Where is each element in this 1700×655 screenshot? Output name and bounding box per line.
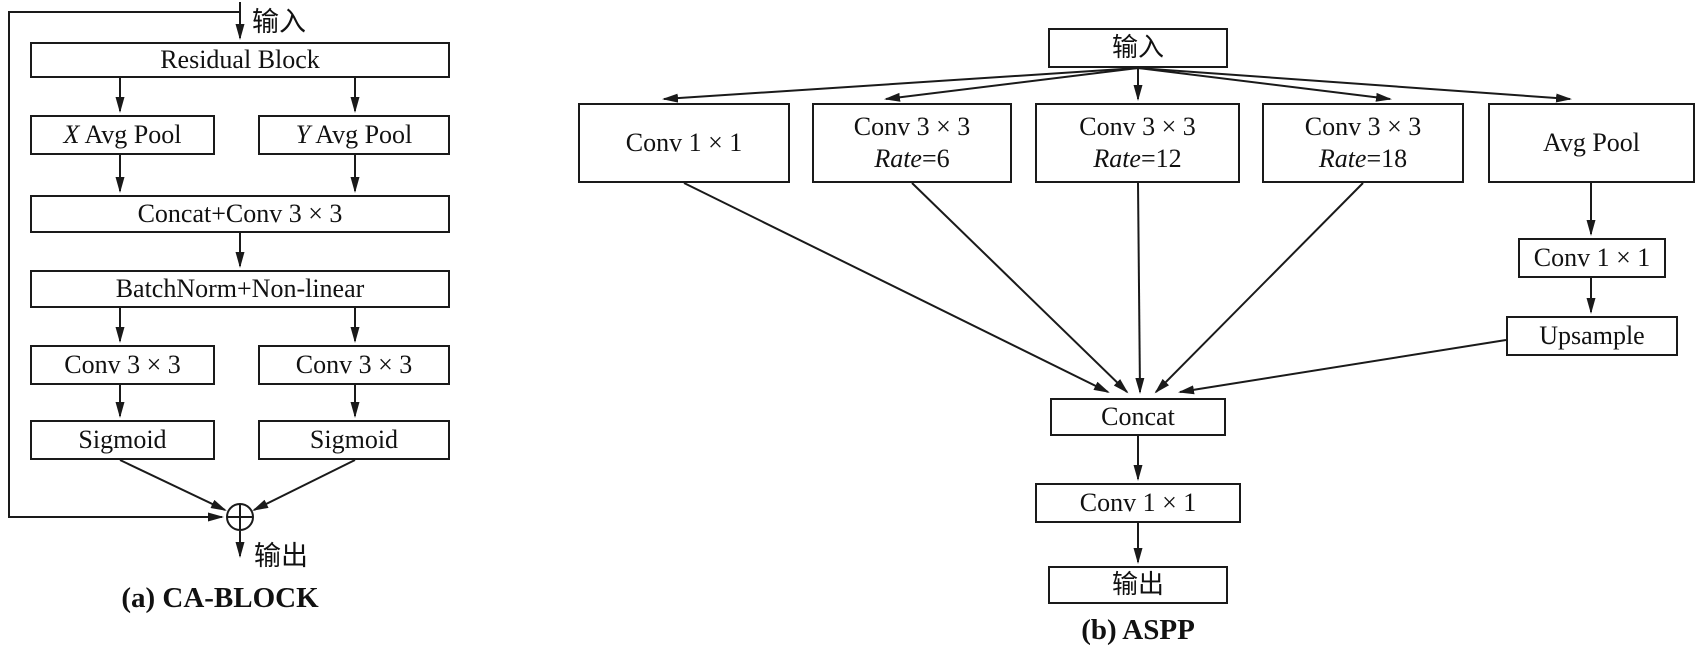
aspp-conv3x3-rate18-box: Conv 3 × 3 Rate=18 bbox=[1262, 103, 1464, 183]
ca-output-label: 输出 bbox=[254, 541, 308, 571]
conv-label: Conv 3 × 3 bbox=[1304, 111, 1422, 141]
aspp-concat-box: Concat bbox=[1050, 398, 1226, 436]
ca-x-avg-pool-label: X Avg Pool bbox=[63, 119, 182, 149]
aspp-avg-pool-box: Avg Pool bbox=[1488, 103, 1695, 183]
conv-label: Conv 3 × 3 bbox=[1079, 111, 1196, 141]
aspp-conv1x1-branch-box: Conv 1 × 1 bbox=[578, 103, 790, 183]
sum-junction-icon bbox=[226, 503, 254, 531]
aspp-output-box: 输出 bbox=[1048, 566, 1228, 604]
aspp-input-box: 输入 bbox=[1048, 28, 1228, 68]
ca-connectors bbox=[8, 2, 360, 558]
conv-label: Conv 3 × 3 bbox=[853, 111, 971, 141]
ca-caption: (a) CA-BLOCK bbox=[121, 582, 319, 614]
upsample-to-concat-line bbox=[1178, 339, 1507, 395]
ca-input-label: 输入 bbox=[252, 7, 306, 37]
aspp-final-conv1x1-box: Conv 1 × 1 bbox=[1035, 483, 1241, 523]
ca-concat-conv-box: Concat+Conv 3 × 3 bbox=[30, 195, 450, 233]
rate-label: Rate=18 bbox=[1318, 144, 1408, 173]
aspp-upsample-box: Upsample bbox=[1506, 316, 1678, 356]
rate-label: Rate=12 bbox=[1093, 144, 1182, 173]
aspp-pool-conv1x1-box: Conv 1 × 1 bbox=[1518, 238, 1666, 278]
ca-y-avg-pool-box: Y Avg Pool bbox=[258, 115, 450, 155]
ca-residual-block-box: Residual Block bbox=[30, 42, 450, 78]
ca-x-avg-pool-box: X Avg Pool bbox=[30, 115, 215, 155]
aspp-conv3x3-rate12-box: Conv 3 × 3 Rate=12 bbox=[1035, 103, 1240, 183]
ca-conv-right-box: Conv 3 × 3 bbox=[258, 345, 450, 385]
aspp-connectors bbox=[662, 67, 1596, 564]
ca-skip-connection bbox=[8, 11, 240, 522]
ca-y-avg-pool-label: Y Avg Pool bbox=[295, 119, 413, 149]
rate-label: Rate=6 bbox=[874, 144, 950, 173]
aspp-conv3x3-rate6-box: Conv 3 × 3 Rate=6 bbox=[812, 103, 1012, 183]
ca-sigmoid-right-box: Sigmoid bbox=[258, 420, 450, 460]
ca-batchnorm-box: BatchNorm+Non-linear bbox=[30, 270, 450, 308]
ca-sigmoid-left-box: Sigmoid bbox=[30, 420, 215, 460]
ca-conv-left-box: Conv 3 × 3 bbox=[30, 345, 215, 385]
aspp-caption: (b) ASPP bbox=[1081, 614, 1195, 646]
